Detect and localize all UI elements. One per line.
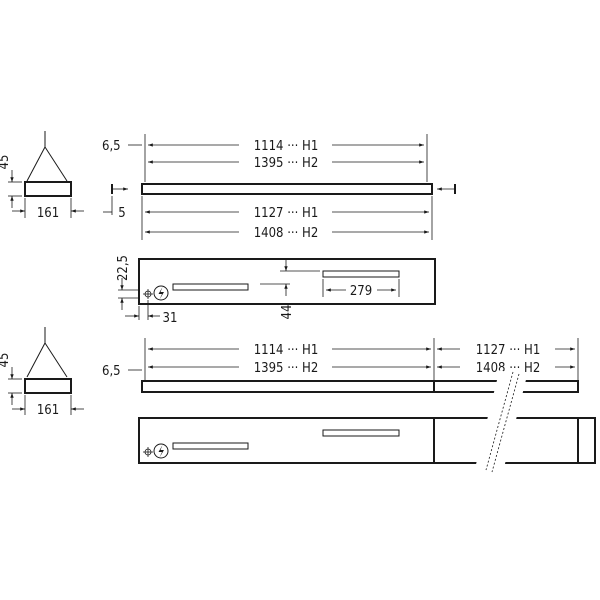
- luminaire-row-plan: [138, 417, 596, 464]
- dim-label-1114-h1: 1114 ··· H1: [254, 139, 319, 154]
- side-view-top: 6,5 1114 ··· H1 1395 ··· H2 5 1127 ··· H…: [102, 134, 456, 241]
- dim-label-1408-h2: 1408 ··· H2: [254, 226, 319, 241]
- dim-label-22-5: 22,5: [116, 255, 131, 281]
- dim-label-1127-h1: 1127 ··· H1: [254, 206, 319, 221]
- dim-label-1395-h2: 1395 ··· H2: [254, 156, 319, 171]
- light-slot-right: [322, 429, 400, 437]
- dim-label-5: 5: [118, 206, 125, 221]
- luminaire-profile: [24, 181, 72, 197]
- dim-label-45: 45: [0, 155, 12, 170]
- luminaire-profile: [24, 378, 72, 394]
- light-slot-right: [322, 270, 400, 278]
- ground-icon: [143, 289, 153, 299]
- dim-label-44: 44: [280, 305, 295, 320]
- dim-label-6-5: 6,5: [102, 364, 121, 379]
- dim-label-161: 161: [37, 403, 59, 418]
- dim-label-1408-h2: 1408 ··· H2: [476, 361, 541, 376]
- ground-icon: [143, 447, 153, 457]
- plan-view-top: 22,5 31 44 279: [116, 255, 436, 326]
- dim-label-45: 45: [0, 353, 12, 368]
- plan-view-row: [138, 417, 596, 464]
- lightning-bolt-icon: [153, 285, 169, 301]
- dim-label-279: 279: [350, 284, 372, 299]
- light-slot-left: [172, 442, 249, 450]
- side-view-row: 6,5 1114 ··· H1 1395 ··· H2 1127 ··· H1 …: [102, 338, 579, 393]
- end-profile-view-top: 45 161: [0, 131, 84, 221]
- luminaire-plan-outline: [138, 258, 436, 305]
- dim-label-31: 31: [163, 311, 178, 326]
- dim-label-6-5: 6,5: [102, 139, 121, 154]
- luminaire-body: [141, 183, 433, 195]
- dim-label-1127-h1: 1127 ··· H1: [476, 343, 541, 358]
- suspension-wire-right: [44, 342, 68, 378]
- suspension-wire-left: [26, 146, 46, 182]
- dim-label-1395-h2: 1395 ··· H2: [254, 361, 319, 376]
- light-slot-left: [172, 283, 249, 291]
- dim-label-161: 161: [37, 206, 59, 221]
- end-profile-view-bottom: 45 161: [0, 327, 84, 418]
- lightning-bolt-icon: [153, 443, 169, 459]
- dim-label-1114-h1: 1114 ··· H1: [254, 343, 319, 358]
- suspension-wire-left: [26, 342, 46, 378]
- suspension-wire-right: [44, 146, 68, 182]
- break-line: [475, 370, 527, 474]
